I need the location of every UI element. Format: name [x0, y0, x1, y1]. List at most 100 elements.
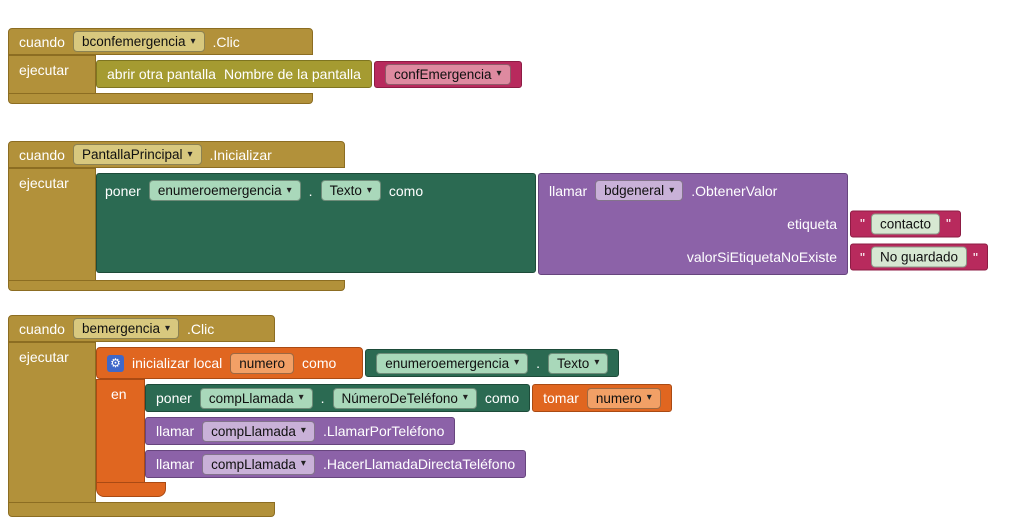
in-label: en [111, 386, 127, 402]
property-dropdown-value: Texto [557, 355, 590, 371]
do-label: ejecutar [19, 175, 69, 191]
dropdown-arrow-icon: ▾ [669, 184, 675, 196]
component-dropdown-value: PantallaPrincipal [81, 147, 183, 162]
text-string-block[interactable]: " contacto " [850, 210, 962, 237]
set-property-block[interactable]: poner enumeroemergencia ▾ . Texto ▾ como [96, 173, 536, 273]
dropdown-arrow-icon: ▾ [646, 392, 652, 403]
call-method-block[interactable]: llamar compLlamada ▾ .LlamarPorTeléfono [145, 417, 456, 445]
component-dropdown[interactable]: bdgeneral ▾ [595, 180, 684, 201]
local-variable-dropdown[interactable]: numero ▾ [586, 387, 661, 409]
event-name-label: .Clic [187, 320, 215, 337]
property-dropdown[interactable]: Texto ▾ [320, 180, 381, 201]
when-label: cuando [19, 146, 65, 163]
dot-label: . [308, 182, 313, 199]
event-footer [8, 502, 275, 517]
to-label: como [484, 390, 520, 406]
text-value-input[interactable]: contacto [870, 213, 941, 234]
dropdown-arrow-icon: ▾ [462, 392, 468, 403]
event-name-label: .Clic [212, 33, 240, 50]
dot-label: . [536, 355, 541, 371]
event-header[interactable]: cuando bemergencia ▾ .Clic [8, 315, 275, 342]
component-dropdown[interactable]: compLlamada ▾ [199, 387, 313, 409]
screen-name-dropdown-value: confEmergencia [393, 66, 492, 82]
property-dropdown[interactable]: NúmeroDeTeléfono ▾ [332, 387, 477, 409]
dropdown-arrow-icon: ▾ [366, 184, 372, 196]
init-local-header[interactable]: ⚙ inicializar local numero como [96, 347, 364, 379]
text-string-block[interactable]: " No guardado " [850, 243, 989, 271]
dropdown-arrow-icon: ▾ [496, 68, 502, 79]
screen-name-value-block[interactable]: confEmergencia ▾ [373, 60, 522, 88]
do-spine: ejecutar [8, 55, 96, 94]
init-local-block[interactable]: ⚙ inicializar local numero como enumeroe… [96, 347, 672, 497]
mutator-gear-icon[interactable]: ⚙ [107, 354, 124, 372]
local-variable-dropdown-value: numero [595, 390, 642, 406]
component-dropdown[interactable]: bemergencia ▾ [72, 318, 180, 339]
init-local-label: inicializar local [132, 355, 223, 371]
event-footer [8, 280, 345, 291]
component-dropdown[interactable]: compLlamada ▾ [202, 420, 315, 442]
variable-dropdown-value: enumeroemergencia [157, 183, 282, 198]
event-block-bconfemergencia-clic[interactable]: cuando bconfemergencia ▾ .Clic ejecutar … [8, 28, 522, 104]
arg-label-valorsietiquetanoexiste: valorSiEtiquetaNoExiste [686, 249, 837, 265]
component-dropdown-value: compLlamada [208, 390, 294, 406]
method-name-label: .ObtenerValor [691, 182, 778, 199]
dropdown-arrow-icon: ▾ [187, 148, 193, 160]
event-header[interactable]: cuando bconfemergencia ▾ .Clic [8, 28, 313, 55]
screen-name-dropdown[interactable]: confEmergencia ▾ [384, 63, 511, 85]
component-dropdown-value: bconfemergencia [81, 34, 186, 49]
event-footer [8, 93, 313, 104]
dropdown-arrow-icon: ▾ [300, 425, 306, 436]
dropdown-arrow-icon: ▾ [300, 458, 306, 469]
event-header[interactable]: cuando PantallaPrincipal ▾ .Inicializar [8, 141, 345, 168]
get-label: tomar [543, 390, 579, 406]
component-dropdown-value: compLlamada [211, 423, 296, 439]
variable-dropdown[interactable]: enumeroemergencia ▾ [148, 180, 301, 201]
property-dropdown[interactable]: Texto ▾ [548, 352, 609, 374]
do-spine: ejecutar [8, 342, 96, 503]
event-block-pantallaprincipal-inicializar[interactable]: cuando PantallaPrincipal ▾ .Inicializar … [8, 141, 989, 291]
dropdown-arrow-icon: ▾ [594, 357, 600, 368]
component-dropdown-value: bemergencia [81, 321, 160, 336]
component-dropdown[interactable]: PantallaPrincipal ▾ [72, 144, 202, 165]
arg-label-etiqueta: etiqueta [787, 215, 837, 232]
get-local-block[interactable]: tomar numero ▾ [532, 384, 672, 412]
dropdown-arrow-icon: ▾ [514, 357, 520, 368]
component-dropdown-value: compLlamada [211, 456, 296, 472]
dropdown-arrow-icon: ▾ [164, 322, 171, 334]
local-name-input[interactable]: numero [230, 352, 295, 374]
dropdown-arrow-icon: ▾ [190, 35, 196, 47]
dropdown-arrow-icon: ▾ [298, 392, 304, 403]
call-method-block[interactable]: llamar compLlamada ▾ .HacerLlamadaDirect… [145, 450, 527, 478]
do-spine: ejecutar [8, 168, 96, 281]
dot-label: . [320, 390, 325, 406]
event-name-label: .Inicializar [209, 146, 272, 163]
when-label: cuando [19, 320, 65, 337]
to-label: como [388, 182, 424, 199]
property-dropdown-value: Texto [329, 183, 362, 198]
open-quote: " [860, 215, 865, 232]
init-local-footer [96, 482, 166, 497]
method-name-label: .LlamarPorTeléfono [322, 423, 445, 439]
call-method-block[interactable]: llamar bdgeneral ▾ .ObtenerValor etiquet… [538, 173, 989, 275]
screen-name-param-label: Nombre de la pantalla [223, 66, 361, 82]
variable-dropdown[interactable]: enumeroemergencia ▾ [376, 352, 529, 374]
open-screen-label: abrir otra pantalla [107, 66, 216, 82]
property-dropdown-value: NúmeroDeTeléfono [341, 390, 458, 406]
component-dropdown-value: bdgeneral [604, 183, 665, 198]
method-name-label: .HacerLlamadaDirectaTeléfono [322, 456, 516, 472]
dropdown-arrow-icon: ▾ [286, 184, 292, 196]
event-block-bemergencia-clic[interactable]: cuando bemergencia ▾ .Clic ejecutar ⚙ [8, 315, 672, 517]
text-value-input[interactable]: No guardado [870, 246, 968, 268]
set-label: poner [156, 390, 192, 406]
in-spine: en [96, 379, 145, 483]
close-quote: " [973, 249, 979, 265]
get-property-block[interactable]: enumeroemergencia ▾ . Texto ▾ [365, 349, 620, 377]
component-dropdown[interactable]: bconfemergencia ▾ [72, 31, 205, 52]
set-property-block[interactable]: poner compLlamada ▾ . NúmeroDeTeléfono ▾ [145, 384, 531, 412]
set-label: poner [105, 182, 141, 199]
call-label: llamar [156, 423, 195, 439]
gear-glyph: ⚙ [110, 356, 121, 370]
open-screen-block[interactable]: abrir otra pantalla Nombre de la pantall… [96, 60, 372, 88]
component-dropdown[interactable]: compLlamada ▾ [202, 453, 315, 475]
